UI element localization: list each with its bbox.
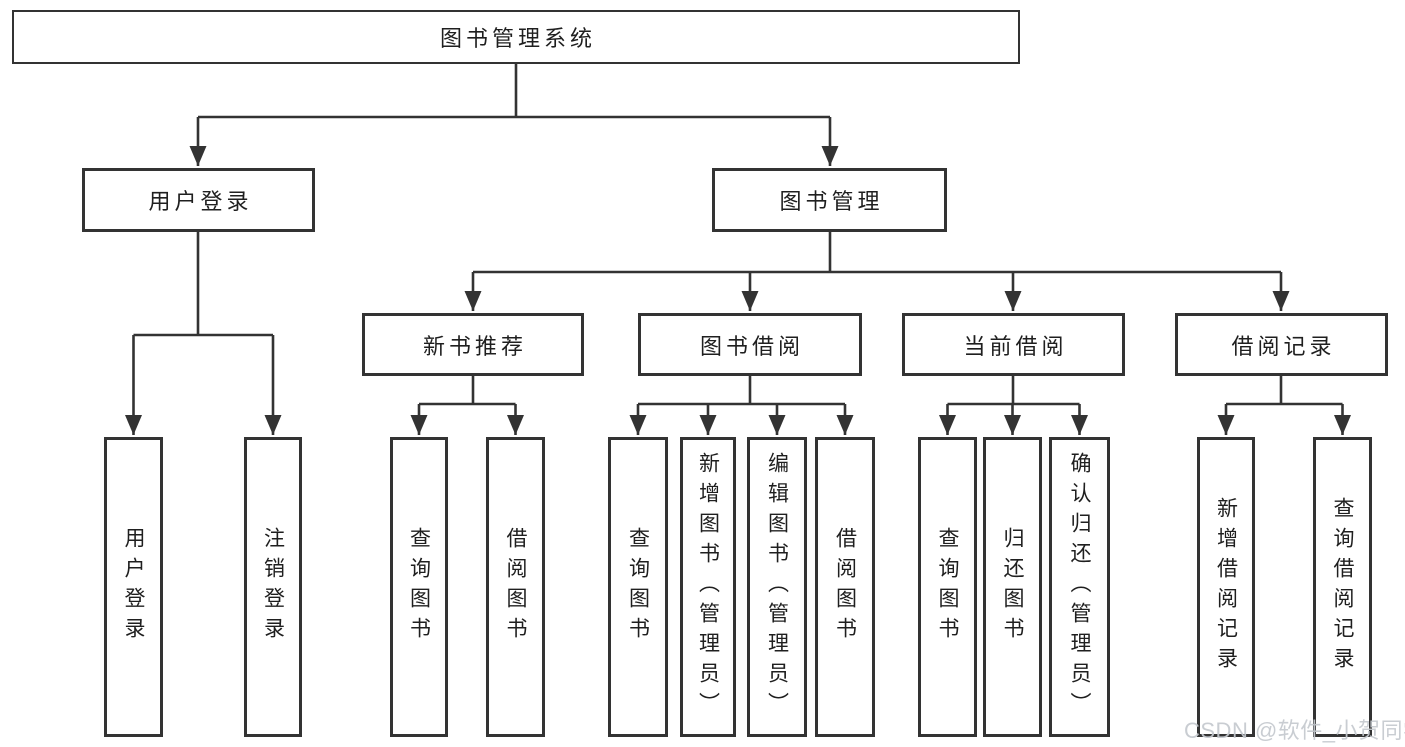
leaf-confirm-return-admin: 确认归还（管理员） <box>1049 437 1110 737</box>
leaf-label: 查询图书 <box>936 527 959 647</box>
leaf-add-book-admin: 新增图书（管理员） <box>680 437 736 737</box>
connector-book-borrow-children <box>629 376 854 435</box>
leaf-label: 用户登录 <box>122 527 145 647</box>
leaf-add-borrow-record: 新增借阅记录 <box>1197 437 1255 737</box>
connector-current-borrow-children <box>939 376 1088 435</box>
connector-new-book-children <box>410 376 524 435</box>
node-current-borrow: 当前借阅 <box>902 313 1125 376</box>
node-user-login: 用户登录 <box>82 168 315 232</box>
connector-user-login-children <box>125 232 282 435</box>
connector-book-management-children <box>464 232 1290 311</box>
leaf-logout: 注销登录 <box>244 437 302 737</box>
node-new-book-recommend: 新书推荐 <box>362 313 584 376</box>
leaf-label: 注销登录 <box>261 527 285 647</box>
leaf-label: 查询借阅记录 <box>1331 497 1354 677</box>
leaf-query-book-current: 查询图书 <box>918 437 977 737</box>
leaf-label: 新增图书（管理员） <box>696 452 720 722</box>
connector-root-to-level2 <box>189 64 839 166</box>
leaf-edit-book-admin: 编辑图书（管理员） <box>747 437 807 737</box>
leaf-label: 确认归还（管理员） <box>1068 452 1091 722</box>
csdn-watermark: CSDN @软件_小贺同学 <box>1184 718 1405 743</box>
leaf-label: 归还图书 <box>1001 527 1024 647</box>
leaf-label: 编辑图书（管理员） <box>765 452 789 722</box>
leaf-borrow-book-recommend: 借阅图书 <box>486 437 545 737</box>
node-library-management-system: 图书管理系统 <box>12 10 1020 64</box>
node-book-borrow: 图书借阅 <box>638 313 862 376</box>
leaf-label: 查询图书 <box>626 527 650 647</box>
node-borrow-records: 借阅记录 <box>1175 313 1388 376</box>
leaf-query-book-recommend: 查询图书 <box>390 437 448 737</box>
leaf-borrow-book: 借阅图书 <box>815 437 875 737</box>
leaf-label: 借阅图书 <box>833 527 857 647</box>
leaf-label: 新增借阅记录 <box>1214 497 1238 677</box>
leaf-user-login: 用户登录 <box>104 437 163 737</box>
node-book-management: 图书管理 <box>712 168 947 232</box>
leaf-label: 查询图书 <box>407 527 431 647</box>
leaf-label: 借阅图书 <box>504 527 527 647</box>
leaf-return-book: 归还图书 <box>983 437 1042 737</box>
connector-borrow-records-children <box>1217 376 1351 435</box>
leaf-query-borrow-record: 查询借阅记录 <box>1313 437 1372 737</box>
leaf-query-book-borrow: 查询图书 <box>608 437 668 737</box>
